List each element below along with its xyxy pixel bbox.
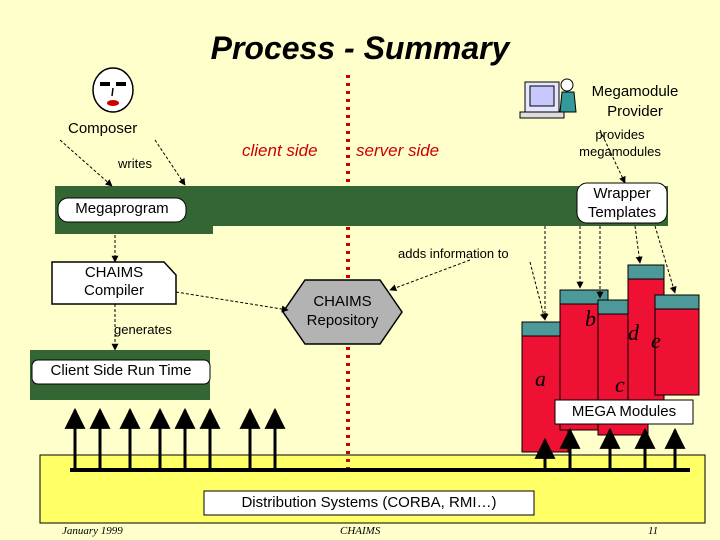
wrapper-templates-line2: Templates [587, 204, 657, 221]
megamodule-e [654, 294, 700, 396]
server-bus-arrows [534, 427, 686, 470]
module-letter-d: d [628, 320, 639, 345]
client-side-label: client side [242, 141, 318, 160]
distribution-systems-label: Distribution Systems (CORBA, RMI…) [241, 494, 497, 511]
provides-line2: megamodules [579, 144, 661, 159]
client-side-runtime-label: Client Side Run Time [50, 362, 192, 379]
composer-label: Composer [68, 120, 138, 137]
megaprogram-label-box [57, 197, 187, 223]
template-to-d [634, 225, 643, 264]
megamodule-provider-line2: Provider [607, 103, 663, 120]
wrapper-templates-label: Wrapper Templates [577, 184, 667, 222]
adds-to-module-arrow [529, 261, 547, 321]
adds-information-label: adds information to [398, 246, 509, 261]
distribution-label-box [203, 490, 535, 516]
module-letter-c: c [615, 372, 625, 397]
provider-computer-icon [519, 78, 577, 119]
adds-info-arrow [389, 259, 471, 292]
repository-line1: CHAIMS [313, 293, 372, 310]
composer-face-icon [92, 67, 134, 113]
megaprogram-label: Megaprogram [75, 200, 169, 217]
writes-arrow-2 [154, 139, 186, 186]
runtime-label-box [31, 359, 211, 385]
compiler-line1: CHAIMS [84, 264, 144, 281]
module-letter-a: a [535, 366, 546, 391]
chaims-repository-label: CHAIMS Repository [283, 292, 402, 330]
wrapper-templates-line1: Wrapper [593, 185, 651, 202]
module-letter-e: e [651, 328, 661, 353]
template-to-e [654, 225, 677, 294]
writes-label: writes [118, 156, 152, 171]
page-title: Process - Summary [210, 30, 510, 66]
footer-page-number: 11 [648, 525, 659, 537]
repository-line2: Repository [306, 312, 379, 329]
chaims-compiler-label: CHAIMS Compiler [52, 264, 176, 300]
generates-label: generates [114, 322, 172, 337]
server-side-label: server side [356, 141, 440, 160]
provides-label: provides megamodules [560, 126, 680, 160]
module-letter-b: b [585, 306, 596, 331]
megamodule-provider-line1: Megamodule [591, 83, 679, 100]
compiler-to-repository-arrow [175, 291, 289, 313]
mega-modules-label: MEGA Modules [571, 403, 677, 420]
footer-center: CHAIMS [340, 525, 381, 537]
provides-line1: provides [595, 127, 645, 142]
megamodule-provider-label: Megamodule Provider [565, 82, 705, 122]
footer-date: January 1999 [62, 525, 123, 537]
writes-arrow [59, 139, 113, 187]
compiler-line2: Compiler [83, 282, 144, 299]
client-bus-arrows [64, 407, 286, 470]
mega-modules-box [554, 399, 694, 425]
compiler-box [51, 261, 177, 305]
